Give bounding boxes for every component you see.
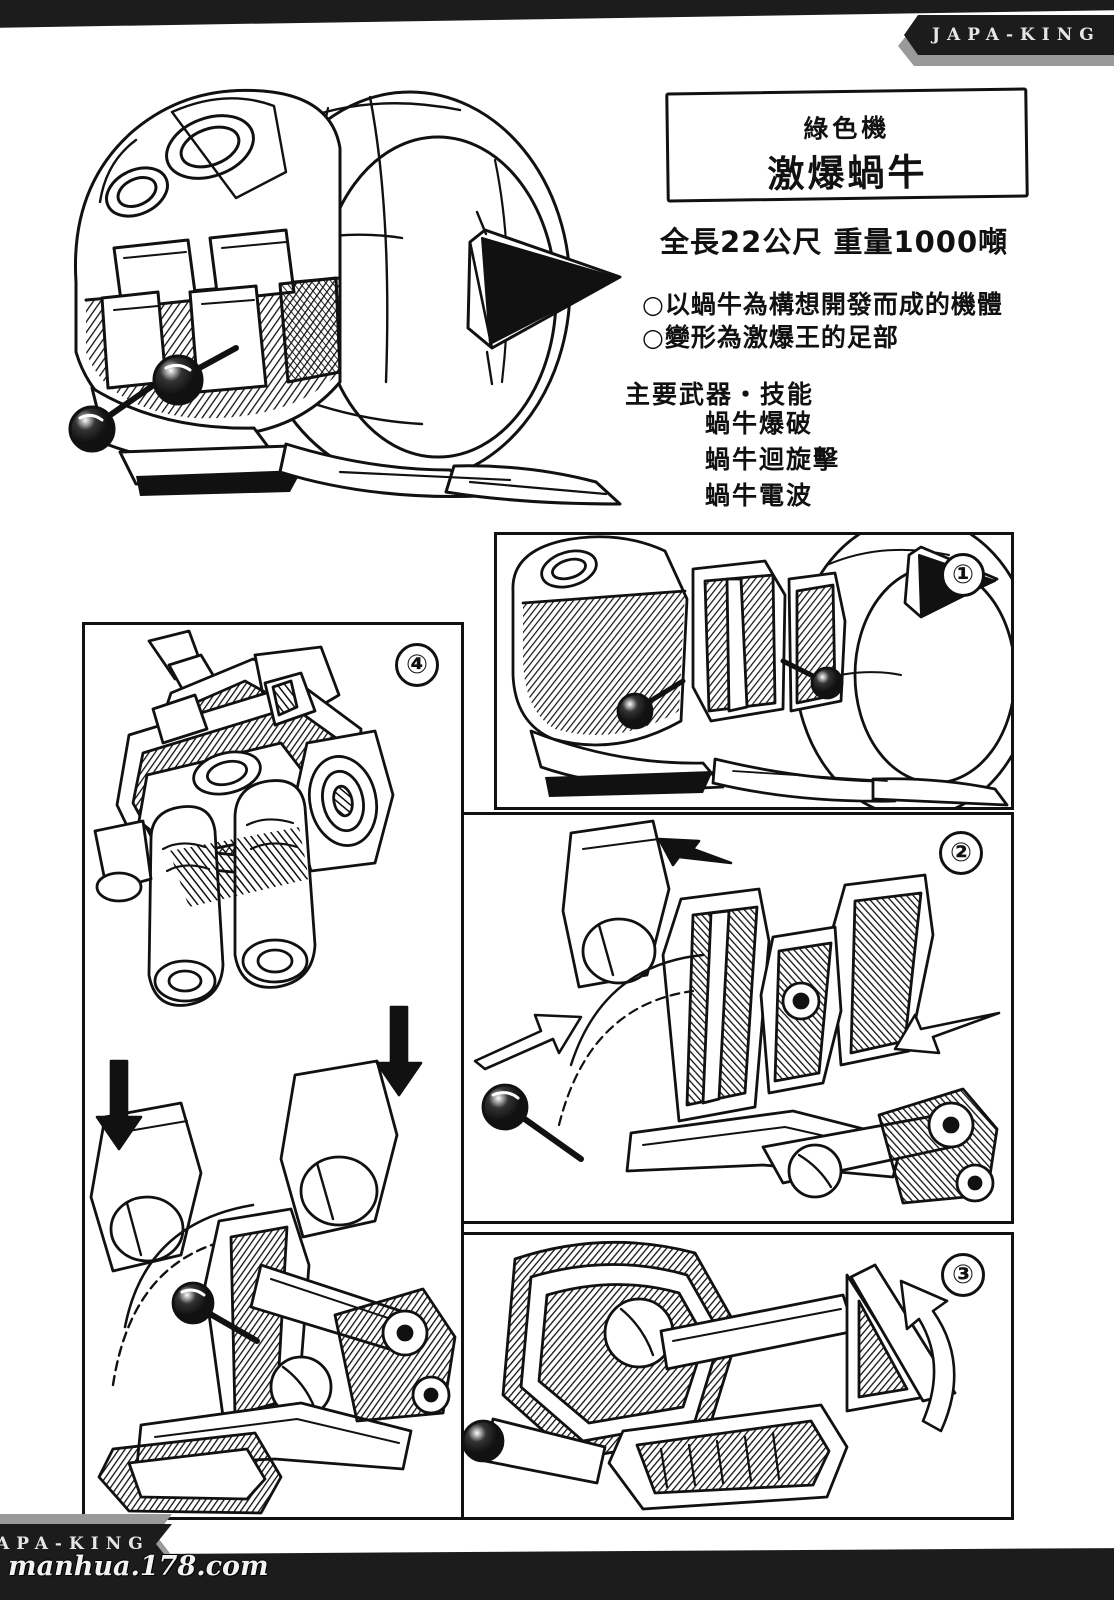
dimensions-line: 全長22公尺 重量1000噸 bbox=[660, 225, 1009, 259]
panel-4-number: ④ bbox=[395, 643, 439, 687]
panel-1-illustration bbox=[511, 535, 1011, 807]
weapon-item-2: 蝸牛迴旋擊 bbox=[705, 445, 841, 474]
panel-2-number: ② bbox=[939, 831, 983, 875]
panel-4: ④ bbox=[82, 622, 464, 1520]
panel-1-number: ① bbox=[941, 553, 985, 597]
panel-2: ② bbox=[460, 812, 1014, 1224]
panel-2-illustration bbox=[473, 819, 1001, 1205]
panel-1: ① bbox=[494, 532, 1014, 810]
panel-3-number: ③ bbox=[941, 1253, 985, 1297]
site-watermark: manhua.178.com bbox=[8, 1551, 269, 1582]
panel-3-illustration bbox=[461, 1240, 957, 1511]
weapons-heading: 主要武器・技能 bbox=[625, 380, 815, 409]
bullet-item-1: ○以蝸牛為構想開發而成的機體 bbox=[642, 290, 1003, 319]
weapon-item-3: 蝸牛電波 bbox=[705, 481, 814, 510]
title-box: 綠色機 激爆蝸牛 bbox=[665, 87, 1029, 203]
japa-king-tag-bottom-label: APA-KING bbox=[0, 1534, 150, 1554]
panel-3: ③ bbox=[452, 1232, 1014, 1520]
site-watermark-text: manhua.178.com bbox=[8, 1551, 269, 1582]
bullet-item-2: ○變形為激爆王的足部 bbox=[642, 323, 899, 352]
panel-4-illustration bbox=[89, 629, 457, 1515]
main-illustration bbox=[40, 52, 660, 532]
japa-king-tag-top: JAPA-KING bbox=[904, 15, 1114, 55]
japa-king-tag-bottom: APA-KING bbox=[0, 1524, 172, 1564]
weapon-item-1: 蝸牛爆破 bbox=[705, 409, 814, 438]
title-main: 激爆蝸牛 bbox=[767, 150, 928, 197]
japa-king-tag-top-label: JAPA-KING bbox=[932, 25, 1101, 45]
